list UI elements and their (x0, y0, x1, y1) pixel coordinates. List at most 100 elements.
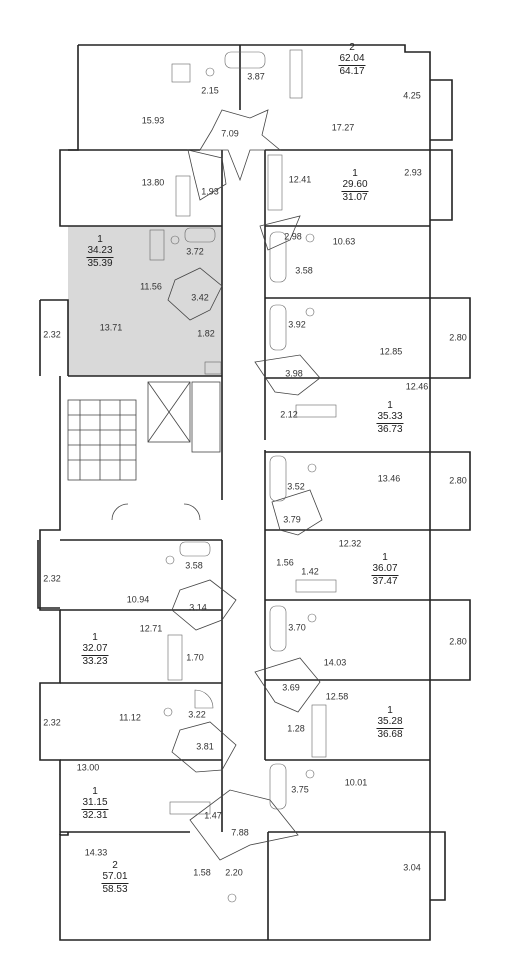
apartment-living-area: 32.07 (81, 643, 109, 656)
room-area: 2.80 (449, 636, 467, 647)
apartment-total-area: 32.31 (82, 810, 108, 821)
room-area: 2.15 (201, 85, 219, 96)
apartment-label-a6: 1 32.07 33.23 (81, 632, 109, 668)
corridor-walls (60, 45, 430, 940)
room-area: 3.92 (288, 319, 306, 330)
apartment-total-area: 36.68 (377, 729, 403, 740)
apartment-rooms: 1 (382, 552, 388, 563)
apartment-rooms: 1 (387, 400, 393, 411)
apartment-living-area: 35.33 (376, 411, 404, 424)
room-area: 1.82 (197, 328, 215, 339)
room-area: 12.41 (288, 174, 312, 185)
apartment-rooms: 1 (92, 786, 98, 797)
apartment-rooms: 1 (352, 168, 358, 179)
room-area: 13.80 (141, 177, 165, 188)
room-area: 3.58 (295, 265, 313, 276)
room-area: 7.88 (231, 827, 249, 838)
room-area: 10.01 (344, 777, 368, 788)
apartment-total-area: 36.73 (377, 424, 403, 435)
room-area: 13.00 (76, 762, 100, 773)
highlighted-apartment (68, 226, 222, 376)
room-area: 11.56 (140, 281, 162, 292)
apartment-total-area: 64.17 (339, 66, 365, 77)
apartment-label-a4: 1 35.33 36.73 (376, 400, 404, 436)
room-area: 1.93 (201, 186, 219, 197)
hallway-outlines (167, 109, 323, 861)
apartment-label-a8: 1 31.15 32.31 (81, 786, 109, 822)
room-area: 10.94 (126, 594, 150, 605)
room-area: 12.58 (325, 691, 349, 702)
room-area: 13.46 (377, 473, 401, 484)
stair-core (67, 381, 221, 521)
room-area: 3.79 (283, 514, 301, 525)
apartment-living-area: 35.28 (376, 716, 404, 729)
apartment-living-area: 36.07 (371, 563, 399, 576)
room-area: 3.42 (191, 292, 209, 303)
room-area: 12.32 (338, 538, 362, 549)
room-area: 10.63 (332, 236, 356, 247)
room-area: 14.03 (323, 657, 347, 668)
room-area: 3.98 (285, 368, 303, 379)
room-area: 1.28 (287, 723, 305, 734)
outer-walls (37, 44, 471, 941)
wardrobes (149, 49, 337, 815)
apartment-total-area: 35.39 (87, 258, 113, 269)
apartment-label-a9: 2 57.01 58.53 (101, 860, 129, 896)
room-area: 2.98 (284, 231, 302, 242)
room-area: 3.70 (288, 622, 306, 633)
apartment-rooms: 1 (387, 705, 393, 716)
room-area: 2.12 (280, 409, 298, 420)
apartment-living-area: 31.15 (81, 797, 109, 810)
room-area: 1.70 (186, 652, 204, 663)
apartment-living-area: 29.60 (341, 179, 369, 192)
apartment-living-area: 62.04 (338, 53, 366, 66)
room-area: 2.93 (404, 167, 422, 178)
room-area: 3.87 (247, 71, 265, 82)
apartment-label-a7: 1 35.28 36.68 (376, 705, 404, 741)
apartment-rooms: 1 (92, 632, 98, 643)
room-area: 2.32 (43, 717, 61, 728)
room-area: 3.69 (282, 682, 300, 693)
room-area: 12.46 (405, 381, 429, 392)
room-area: 15.93 (141, 115, 165, 126)
apartment-total-area: 37.47 (372, 576, 398, 587)
room-area: 2.32 (43, 329, 61, 340)
room-area: 3.14 (189, 602, 207, 613)
apartment-total-area: 31.07 (342, 192, 368, 203)
room-area: 4.25 (403, 90, 421, 101)
room-area: 17.27 (331, 122, 355, 133)
apartment-living-area: 34.23 (86, 245, 114, 258)
room-area: 2.32 (43, 573, 61, 584)
apartment-rooms: 2 (112, 860, 118, 871)
apartment-label-a2: 1 29.60 31.07 (341, 168, 369, 204)
apartment-total-area: 58.53 (102, 884, 128, 895)
room-area: 12.71 (139, 623, 163, 634)
room-area: 1.58 (193, 867, 211, 878)
room-area: 3.81 (196, 741, 214, 752)
room-area: 1.56 (276, 557, 294, 568)
room-area: 3.52 (287, 481, 305, 492)
room-area: 13.71 (99, 322, 123, 333)
room-area: 2.20 (225, 867, 243, 878)
apartment-living-area: 57.01 (101, 871, 129, 884)
apartment-rooms: 2 (349, 42, 355, 53)
room-area: 14.33 (84, 847, 108, 858)
room-area: 12.85 (379, 346, 403, 357)
room-area: 2.80 (449, 332, 467, 343)
room-area: 3.75 (291, 784, 309, 795)
apartment-label-a5: 1 36.07 37.47 (371, 552, 399, 588)
room-area: 11.12 (119, 712, 141, 723)
room-area: 1.47 (204, 810, 222, 821)
room-area: 2.80 (449, 475, 467, 486)
bathroom-fixtures (163, 51, 317, 903)
room-area: 1.42 (301, 566, 319, 577)
room-area: 7.09 (221, 128, 239, 139)
apartment-rooms: 1 (97, 234, 103, 245)
apartment-total-area: 33.23 (82, 656, 108, 667)
room-area: 3.04 (403, 862, 421, 873)
room-area: 3.58 (185, 560, 203, 571)
room-area: 3.72 (186, 246, 204, 257)
apartment-label-a1: 2 62.04 64.17 (338, 42, 366, 78)
apartment-label-a3: 1 34.23 35.39 (86, 234, 114, 270)
